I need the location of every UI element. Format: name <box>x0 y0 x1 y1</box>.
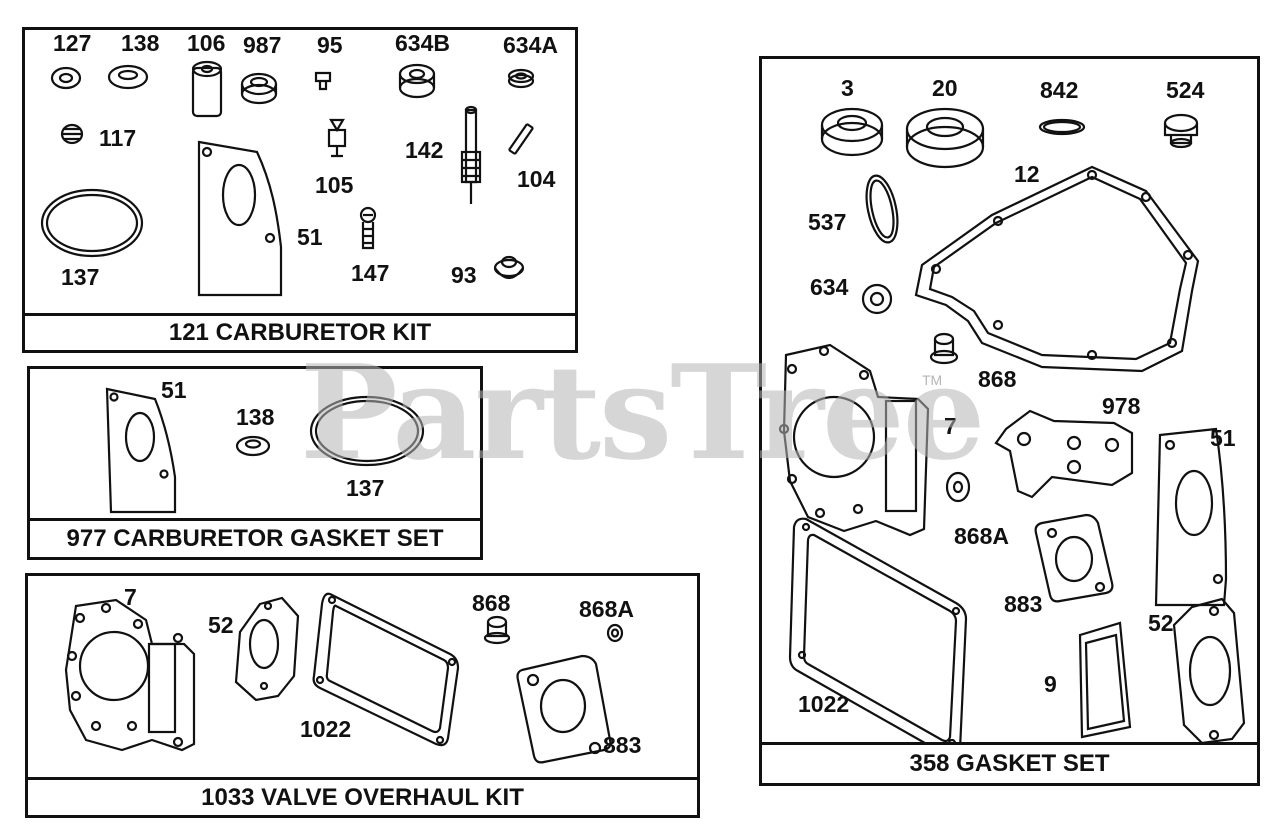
callout-537: 537 <box>808 209 847 235</box>
callout-147: 147 <box>351 260 390 286</box>
callout-137: 137 <box>346 475 385 501</box>
carburetor-kit-drawing <box>40 60 535 297</box>
gasket-set-title: 358 GASKET SET <box>762 742 1257 783</box>
callout-52: 52 <box>208 612 234 638</box>
callout-987: 987 <box>243 32 282 58</box>
trademark-mark: TM <box>922 372 943 388</box>
callout-51: 51 <box>1210 425 1236 451</box>
callout-868a: 868A <box>954 523 1009 549</box>
callout-3: 3 <box>841 75 854 101</box>
callout-634: 634 <box>810 274 849 300</box>
valve-overhaul-kit-panel: 7 52 868 868A 1022 883 1033 VALVE OVERHA… <box>25 573 700 818</box>
callout-9: 9 <box>1044 671 1057 697</box>
callout-127: 127 <box>53 30 92 56</box>
carburetor-kit-title: 121 CARBURETOR KIT <box>25 313 575 350</box>
callout-883: 883 <box>603 732 642 758</box>
callout-105: 105 <box>315 172 354 198</box>
callout-7: 7 <box>944 413 957 439</box>
callout-1022: 1022 <box>300 716 352 742</box>
callout-7: 7 <box>124 584 137 610</box>
callout-634a: 634A <box>503 32 558 58</box>
gasket-set-panel: 3 20 842 524 12 537 634 868 7 978 51 868… <box>759 56 1260 786</box>
callout-106: 106 <box>187 30 226 56</box>
callout-868: 868 <box>472 590 511 616</box>
callout-51: 51 <box>161 377 187 403</box>
callout-142: 142 <box>405 137 444 163</box>
callout-51: 51 <box>297 224 323 250</box>
callout-524: 524 <box>1166 77 1205 103</box>
callout-842: 842 <box>1040 77 1079 103</box>
callout-104: 104 <box>517 166 556 192</box>
callout-12: 12 <box>1014 161 1040 187</box>
carburetor-gasket-set-panel: 51 138 137 977 CARBURETOR GASKET SET <box>27 366 483 560</box>
valve-overhaul-kit-drawing <box>64 592 624 764</box>
callout-1022: 1022 <box>798 691 850 717</box>
callout-137: 137 <box>61 264 100 290</box>
carburetor-gasket-set-drawing <box>105 387 425 514</box>
callout-95: 95 <box>317 32 343 58</box>
callout-868: 868 <box>978 366 1017 392</box>
carburetor-gasket-set-title: 977 CARBURETOR GASKET SET <box>30 518 480 557</box>
carburetor-kit-panel: 127 138 106 987 95 634B 634A 117 142 105… <box>22 27 578 353</box>
callout-117: 117 <box>99 125 137 151</box>
callout-20: 20 <box>932 75 958 101</box>
callout-634b: 634B <box>395 30 450 56</box>
callout-93: 93 <box>451 262 477 288</box>
callout-978: 978 <box>1102 393 1141 419</box>
gasket-set-drawing <box>778 107 1246 759</box>
valve-overhaul-kit-title: 1033 VALVE OVERHAUL KIT <box>28 777 697 815</box>
callout-868a: 868A <box>579 596 634 622</box>
callout-138: 138 <box>236 404 275 430</box>
callout-138: 138 <box>121 30 160 56</box>
callout-883: 883 <box>1004 591 1043 617</box>
callout-52: 52 <box>1148 610 1174 636</box>
